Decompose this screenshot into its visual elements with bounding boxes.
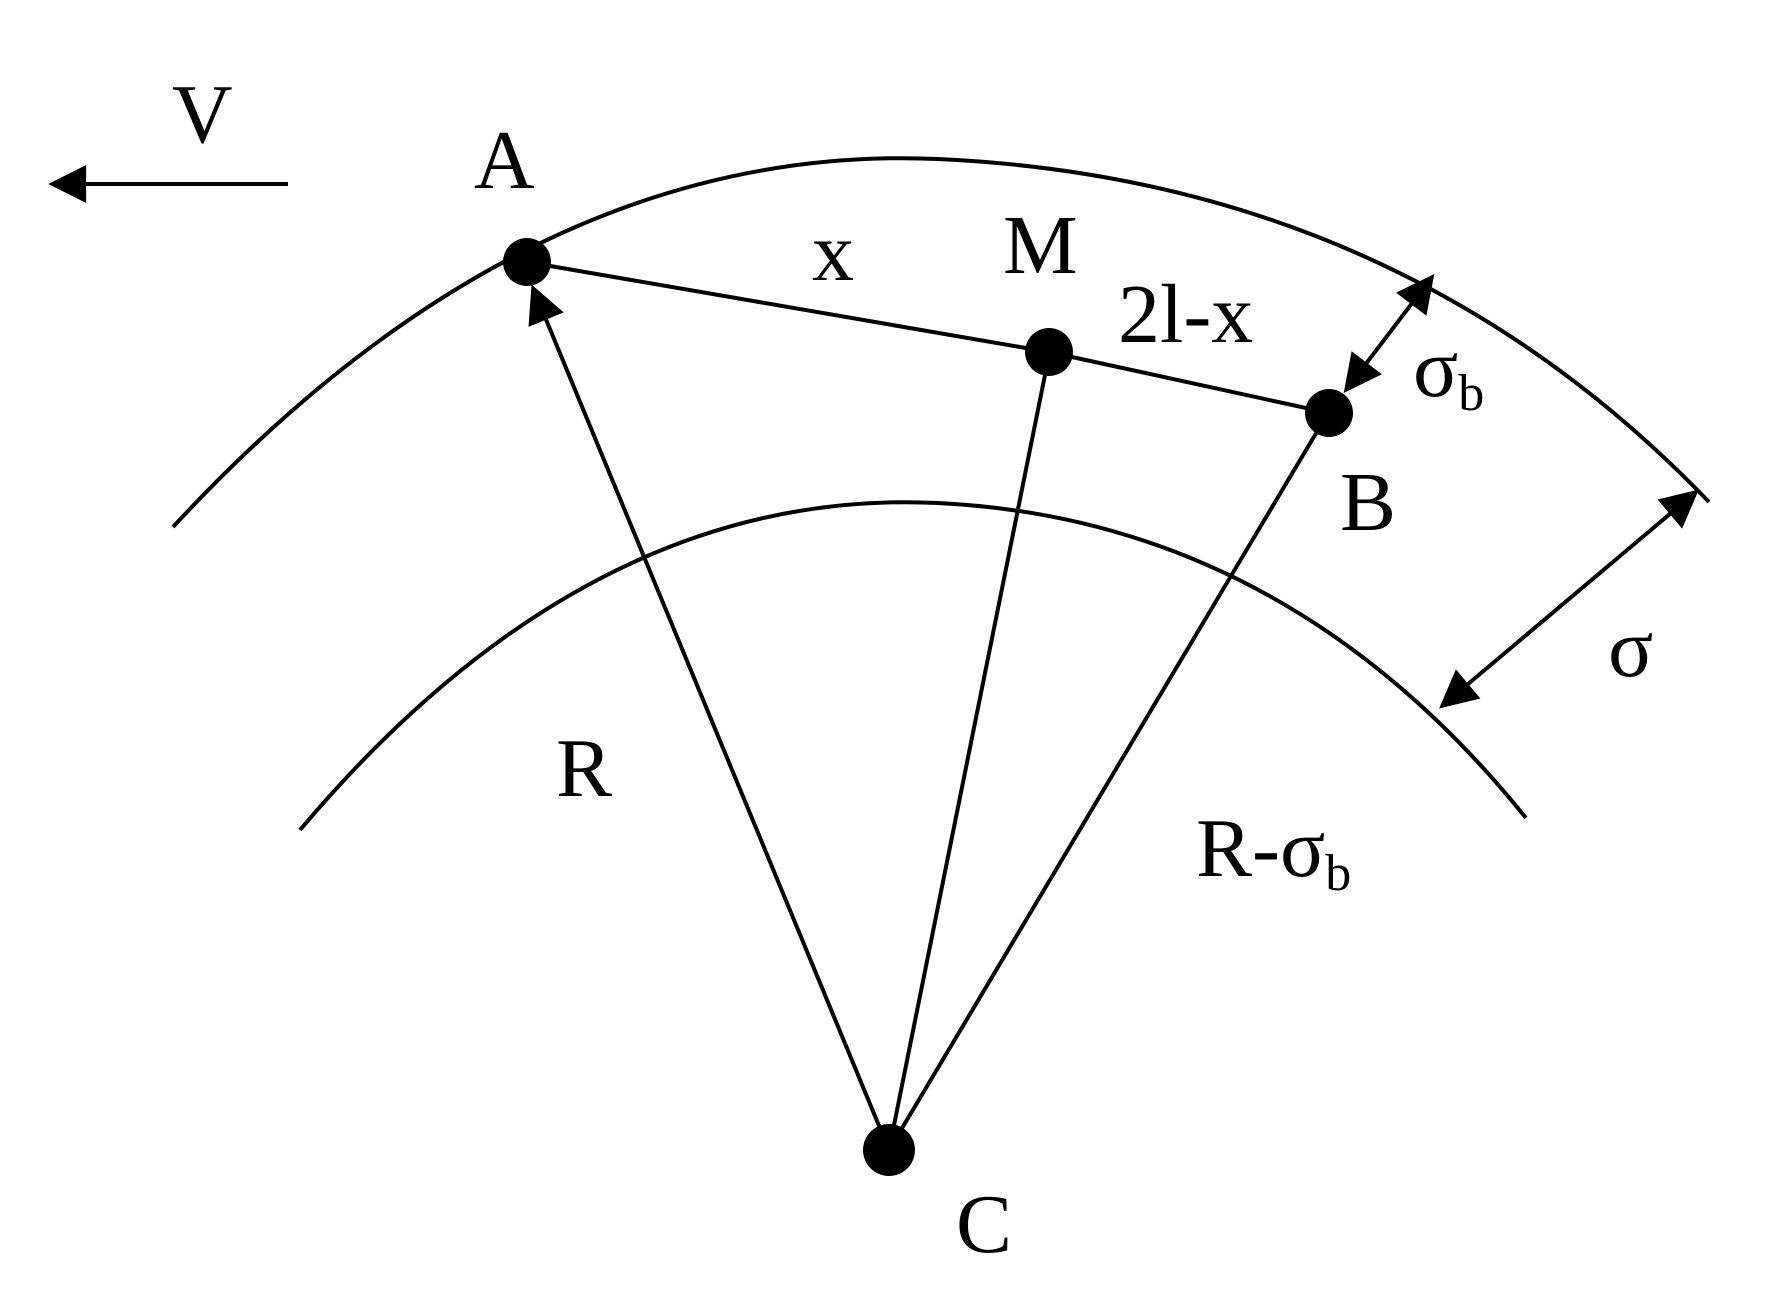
radius-label: R [556, 722, 612, 815]
point-c-label: C [956, 1178, 1012, 1271]
line-cm [887, 374, 1047, 1151]
point-m-label: M [1003, 199, 1078, 292]
sigma-b-subscript: b [1458, 365, 1484, 422]
sigma-b-symbol: σ [1413, 322, 1458, 415]
inner-radius-label: R-σb [1196, 802, 1351, 902]
segment-mb-label: 2l-x [1118, 268, 1253, 361]
inner-arc [298, 500, 1528, 832]
radius-ca [528, 284, 891, 1151]
chord-am [526, 260, 1050, 354]
line-cb [887, 428, 1320, 1152]
point-m-dot [1025, 328, 1073, 376]
outer-arc [171, 156, 1711, 529]
inner-radius-subscript: b [1325, 845, 1351, 902]
inner-radius-prefix: R-σ [1196, 802, 1325, 895]
sigma-b-arrow [1343, 273, 1435, 394]
point-c-dot [863, 1124, 915, 1176]
segment-am-label: x [812, 206, 854, 299]
chord-mb [1048, 350, 1330, 415]
point-a-dot [503, 238, 551, 286]
sigma-b-label: σb [1413, 322, 1484, 422]
point-a-label: A [474, 114, 535, 207]
point-b-dot [1305, 389, 1353, 437]
sigma-label: σ [1608, 602, 1653, 695]
sigma-arrow [1439, 489, 1699, 709]
velocity-label: V [172, 68, 233, 161]
point-b-label: B [1340, 456, 1396, 549]
